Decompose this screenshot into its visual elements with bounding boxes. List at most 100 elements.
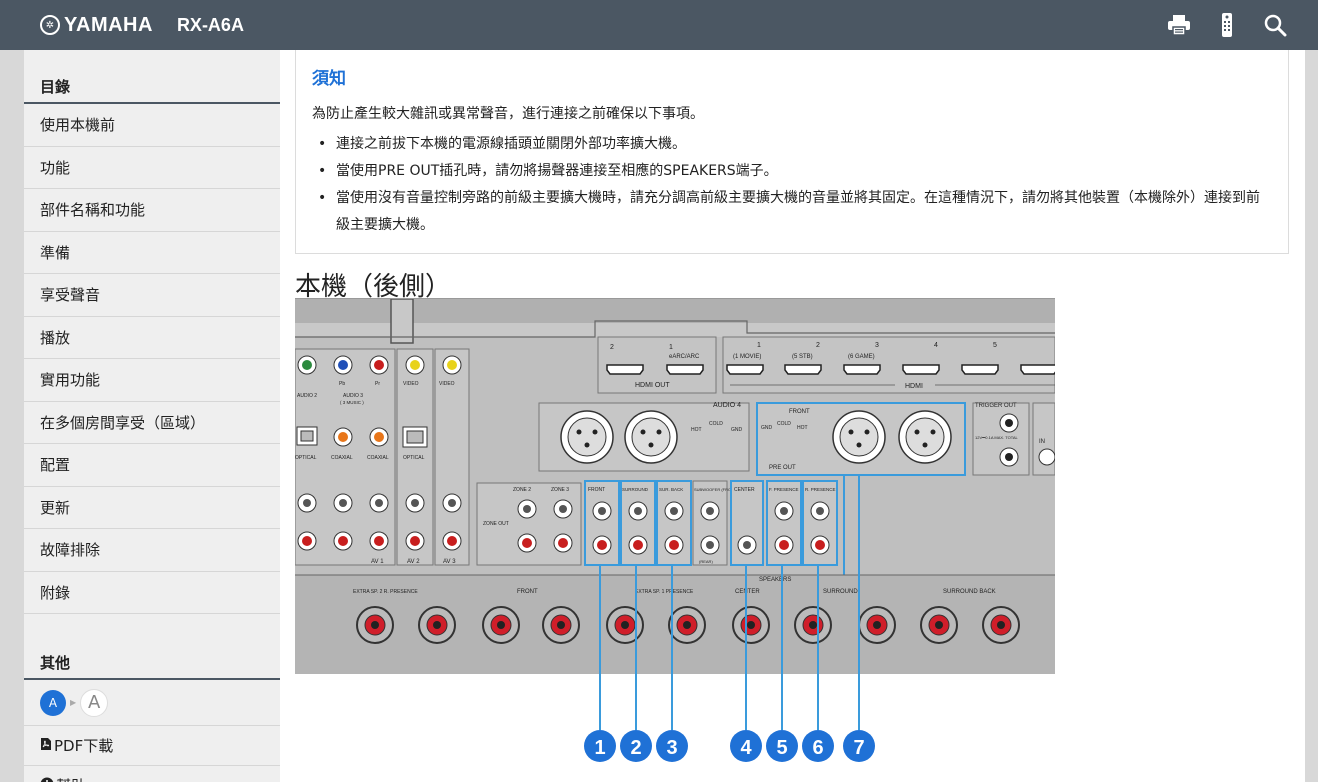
svg-text:(5 STB): (5 STB) <box>792 354 813 360</box>
pb-label: Pb <box>339 381 345 387</box>
video-label: VIDEO <box>403 381 419 387</box>
hdmi-out-num: 2 <box>610 344 614 351</box>
cold-label: COLD <box>709 421 723 427</box>
font-large-button[interactable]: A <box>80 688 109 717</box>
sidebar-item-appendix[interactable]: 附錄 <box>24 572 280 614</box>
zone3-label: ZONE 3 <box>551 487 569 493</box>
cold-label: COLD <box>777 421 791 427</box>
notice-list: 連接之前拔下本機的電源線插頭並關閉外部功率擴大機。 當使用PRE OUT插孔時，… <box>312 131 1272 239</box>
svg-text:CENTER: CENTER <box>735 589 760 595</box>
svg-text:CENTER: CENTER <box>734 487 755 493</box>
sidebar-item-troubleshooting[interactable]: 故障排除 <box>24 529 280 572</box>
sidebar-item-part-names[interactable]: 部件名稱和功能 <box>24 189 280 232</box>
pr-label: Pr <box>375 381 380 387</box>
sidebar-item-preparation[interactable]: 準備 <box>24 232 280 274</box>
top-bar: ✲ YAMAHA RX-A6A <box>0 0 1318 50</box>
main-content: 須知 為防止產生較大雜訊或異常聲音，進行連接之前確保以下事項。 連接之前拔下本機… <box>280 50 1305 782</box>
callout-badge: 7 <box>843 730 875 762</box>
notice-bullet: 當使用PRE OUT插孔時，請勿將揚聲器連接至相應的SPEAKERS端子。 <box>312 158 1272 185</box>
info-icon <box>40 777 54 782</box>
other-heading: 其他 <box>24 628 280 680</box>
svg-text:3: 3 <box>666 737 677 759</box>
sidebar-item-configuration[interactable]: 配置 <box>24 444 280 487</box>
callout-badge: 3 <box>656 730 688 762</box>
trigger-spec: 12V⎓0.1A MAX. TOTAL <box>975 435 1019 440</box>
gnd-label: GND <box>761 425 773 431</box>
hdmi-out-num: 1 <box>669 344 673 351</box>
speaker-terminals: EXTRA SP. 2 R. PRESENCE FRONT EXTRA SP. … <box>353 589 1020 644</box>
in-label: IN <box>1039 439 1045 445</box>
hdmi-in-group: 1 (1 MOVIE) 2 (5 STB) 3 (6 GAME) 4 5 <box>726 342 1055 375</box>
optical-label: OPTICAL <box>295 455 317 461</box>
svg-text:5: 5 <box>993 342 997 349</box>
print-icon[interactable] <box>1166 12 1192 38</box>
front-label: FRONT <box>789 409 810 415</box>
notice-box: 須知 為防止產生較大雜訊或異常聲音，進行連接之前確保以下事項。 連接之前拔下本機… <box>295 50 1289 254</box>
earc-label: eARC/ARC <box>669 354 700 360</box>
coaxial-label: COAXIAL <box>367 455 389 461</box>
sidebar: 目錄 使用本機前 功能 部件名稱和功能 準備 享受聲音 播放 實用功能 在多個房… <box>24 50 280 782</box>
video-label: VIDEO <box>439 381 455 387</box>
hot-label: HOT <box>797 425 808 431</box>
gnd-label: GND <box>731 427 743 433</box>
audio2-label: AUDIO 2 <box>297 393 317 399</box>
av2-label: AV 2 <box>407 559 420 565</box>
svg-text:(REAR): (REAR) <box>699 559 713 564</box>
model-name: RX-A6A <box>176 14 244 35</box>
notice-intro: 為防止產生較大雜訊或異常聲音，進行連接之前確保以下事項。 <box>312 106 704 122</box>
zone2-label: ZONE 2 <box>513 487 531 493</box>
font-small-button[interactable]: A <box>40 689 66 716</box>
svg-text:SURROUND: SURROUND <box>622 487 649 492</box>
remote-icon[interactable] <box>1214 12 1240 38</box>
svg-text:(1 MOVIE): (1 MOVIE) <box>733 354 761 360</box>
hdmi-label: HDMI <box>905 383 923 390</box>
svg-text:SUR. BACK: SUR. BACK <box>659 487 683 492</box>
search-icon[interactable] <box>1262 12 1288 38</box>
callout-numbers: 1 2 3 4 5 6 7 <box>295 674 1055 774</box>
trigger-out-label: TRIGGER OUT <box>975 403 1017 409</box>
callout-badge: 2 <box>620 730 652 762</box>
callout-badge: 6 <box>802 730 834 762</box>
audio3-sub: ( 3 MUSIC ) <box>340 400 364 405</box>
analog-audio-jacks <box>297 493 462 551</box>
pdf-download-label: PDF下載 <box>54 737 114 755</box>
sidebar-item-useful-functions[interactable]: 實用功能 <box>24 359 280 402</box>
svg-text:5: 5 <box>776 737 787 759</box>
arrow-right-icon: ▶ <box>70 698 77 707</box>
sidebar-item-enjoy-sound[interactable]: 享受聲音 <box>24 274 280 317</box>
brand-name: YAMAHA <box>64 13 153 36</box>
notice-title: 須知 <box>312 69 346 89</box>
section-title: 本機（後側） <box>295 272 452 302</box>
svg-text:FRONT: FRONT <box>517 589 538 595</box>
svg-text:4: 4 <box>934 342 938 349</box>
svg-text:F. PRESENCE: F. PRESENCE <box>769 487 799 492</box>
svg-text:1: 1 <box>757 342 761 349</box>
av3-label: AV 3 <box>443 559 456 565</box>
speakers-label: SPEAKERS <box>759 577 791 583</box>
tuning-fork-icon: ✲ <box>40 15 60 35</box>
help-label: 幫助 <box>56 775 86 782</box>
pdf-download-link[interactable]: PDF下載 <box>24 726 280 766</box>
svg-text:EXTRA SP. 2 R. PRESENCE: EXTRA SP. 2 R. PRESENCE <box>353 589 418 595</box>
notice-bullet: 連接之前拔下本機的電源線插頭並關閉外部功率擴大機。 <box>312 131 1272 158</box>
pre-out-rca-group: FRONT SURROUND SUR. BACK SUBWOOFER (FRON… <box>584 480 838 566</box>
svg-text:3: 3 <box>875 342 879 349</box>
zone-out-label: ZONE OUT <box>483 521 509 527</box>
hdmi-out-label: HDMI OUT <box>635 382 670 389</box>
callout-badge: 1 <box>584 730 616 762</box>
sidebar-item-update[interactable]: 更新 <box>24 487 280 529</box>
sidebar-item-zones[interactable]: 在多個房間享受（區域） <box>24 402 280 444</box>
sidebar-item-before-use[interactable]: 使用本機前 <box>24 104 280 147</box>
svg-text:6: 6 <box>812 737 823 759</box>
svg-text:2: 2 <box>816 342 820 349</box>
svg-text:SURROUND BACK: SURROUND BACK <box>943 589 996 595</box>
toc-heading: 目錄 <box>24 50 280 104</box>
sidebar-item-features[interactable]: 功能 <box>24 147 280 189</box>
pre-out-label: PRE OUT <box>769 465 796 471</box>
help-link[interactable]: 幫助 <box>24 766 280 782</box>
svg-text:2: 2 <box>630 737 641 759</box>
svg-text:EXTRA SP. 1 PRESENCE: EXTRA SP. 1 PRESENCE <box>635 589 694 595</box>
coaxial-label: COAXIAL <box>331 455 353 461</box>
sidebar-item-playback[interactable]: 播放 <box>24 317 280 359</box>
brand-logo[interactable]: ✲ YAMAHA <box>40 14 153 37</box>
